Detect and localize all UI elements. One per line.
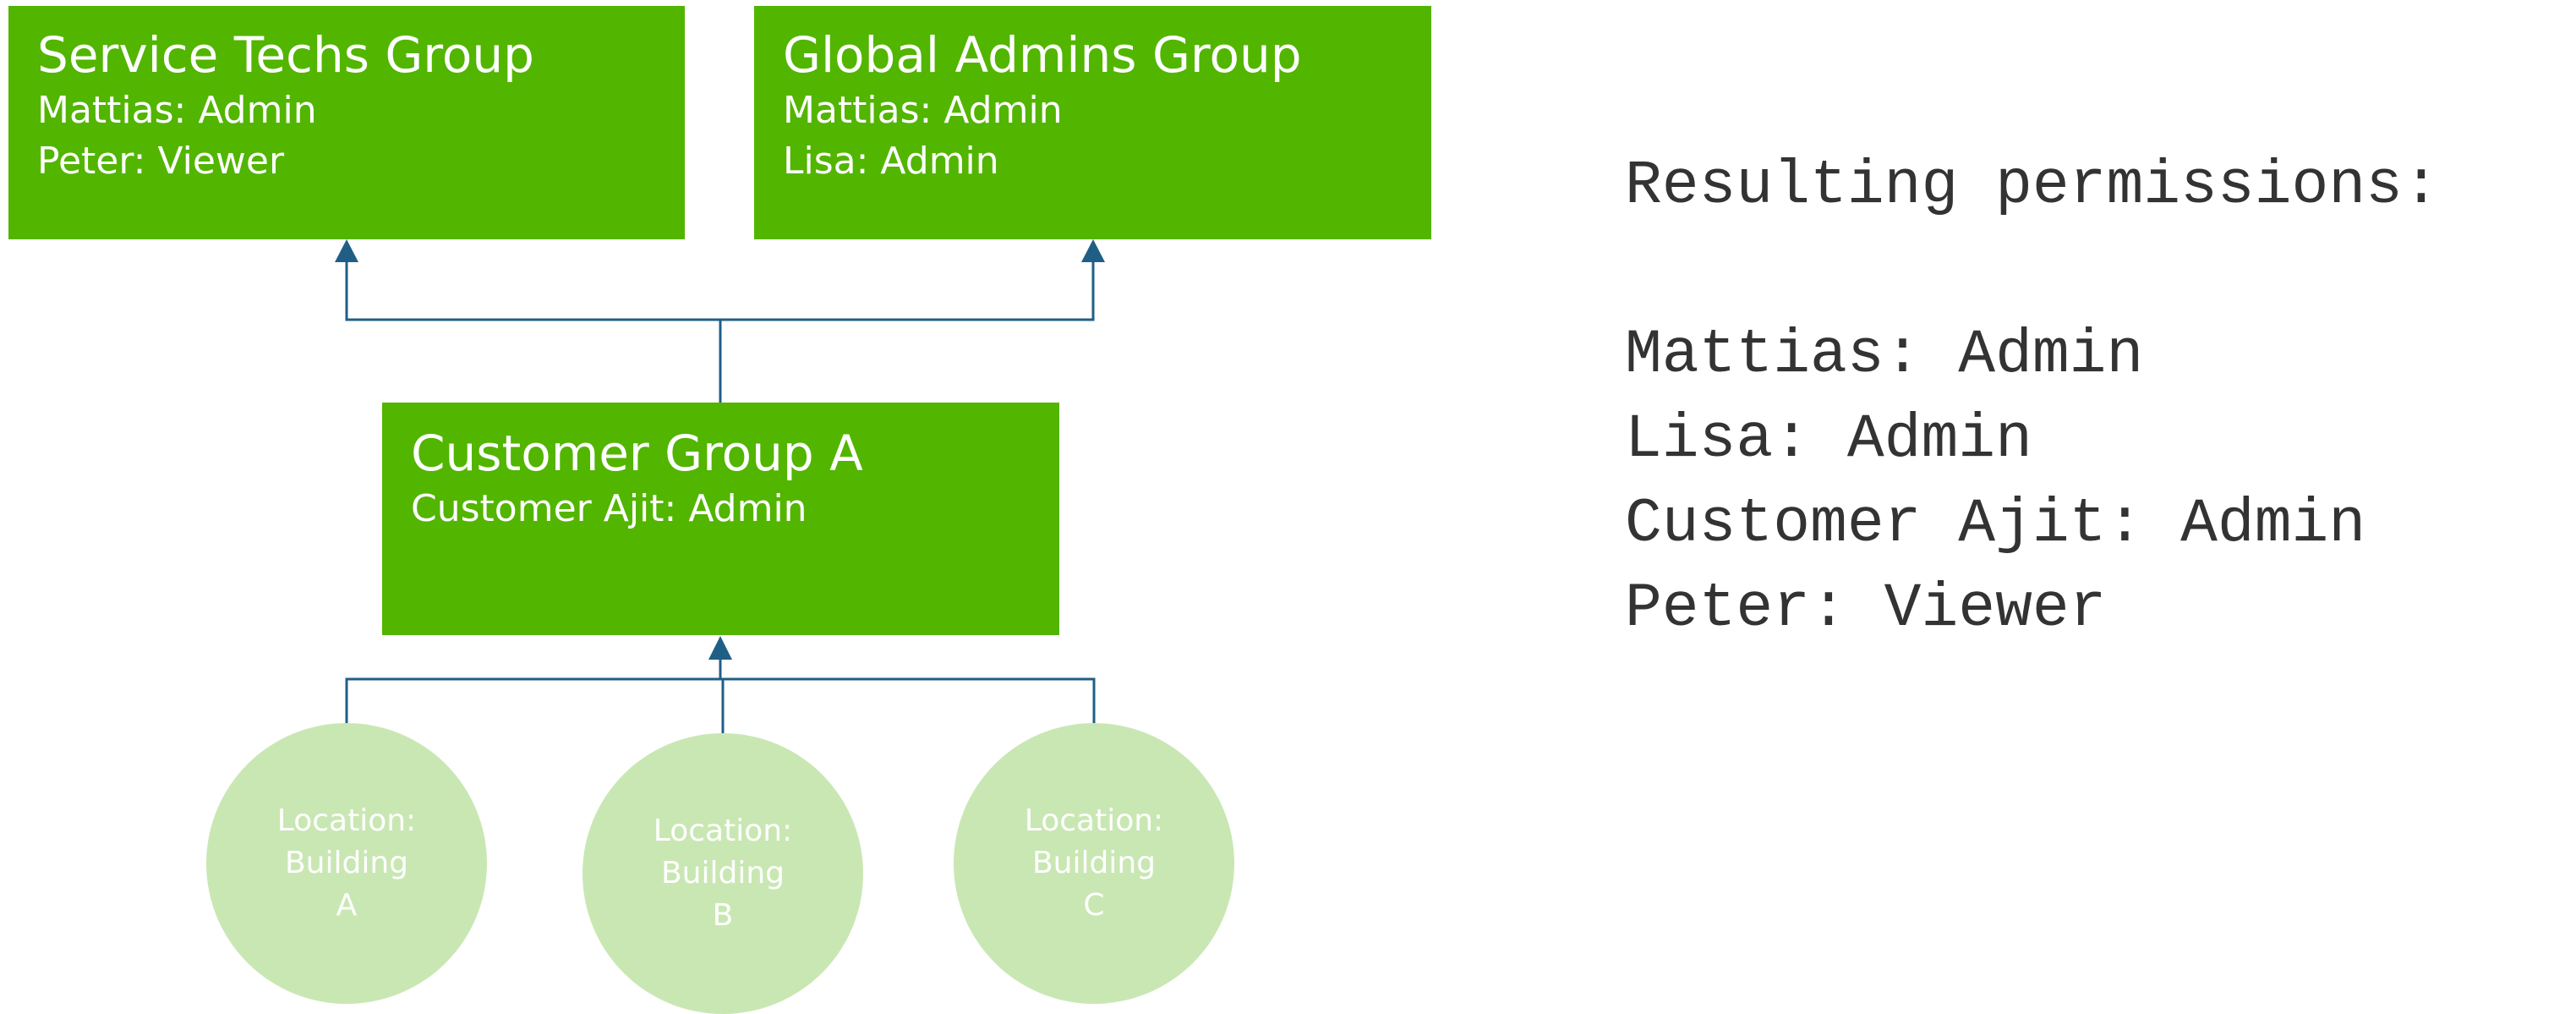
service-techs-group-box: Service Techs Group Mattias: Admin Peter… <box>8 6 685 239</box>
group-member: Mattias: Admin <box>783 89 1063 132</box>
global-admins-group-box: Global Admins Group Mattias: Admin Lisa:… <box>754 6 1431 239</box>
group-member: Peter: Viewer <box>37 140 285 183</box>
location-building-a: Location: Building A <box>206 723 487 1004</box>
location-building-b: Location: Building B <box>582 733 863 1014</box>
arrowhead-global <box>1081 239 1105 262</box>
group-member: Mattias: Admin <box>37 89 317 132</box>
location-label: Location: <box>653 814 793 848</box>
location-label: Building <box>284 846 409 880</box>
group-title: Service Techs Group <box>37 26 534 84</box>
customer-group-a-box: Customer Group A Customer Ajit: Admin <box>382 403 1059 635</box>
group-member: Customer Ajit: Admin <box>411 487 807 530</box>
group-title: Customer Group A <box>411 425 863 482</box>
location-label: Building <box>660 856 785 891</box>
connector-customer-to-global <box>720 254 1095 321</box>
permission-line: Peter: Viewer <box>1625 573 2107 644</box>
location-label: Location: <box>276 803 417 838</box>
arrowhead-customer <box>708 636 732 660</box>
resulting-permissions: Resulting permissions: Mattias: Admin Li… <box>1625 144 2440 651</box>
arrowhead-service <box>335 239 358 262</box>
location-label: B <box>712 898 734 933</box>
group-title: Global Admins Group <box>783 26 1302 84</box>
location-label: Location: <box>1024 803 1164 838</box>
location-label: A <box>336 888 358 923</box>
permission-line: Customer Ajit: Admin <box>1625 489 2366 559</box>
permissions-heading: Resulting permissions: <box>1625 151 2440 221</box>
connector-location-a <box>345 650 722 723</box>
location-label: Building <box>1031 846 1157 880</box>
location-label: C <box>1083 888 1105 923</box>
connector-location-c <box>720 677 1096 723</box>
connector-customer-to-service <box>345 254 722 403</box>
group-member: Lisa: Admin <box>783 140 999 183</box>
location-building-c: Location: Building C <box>954 723 1234 1004</box>
permission-line: Lisa: Admin <box>1625 404 2032 474</box>
permission-line: Mattias: Admin <box>1625 320 2144 390</box>
